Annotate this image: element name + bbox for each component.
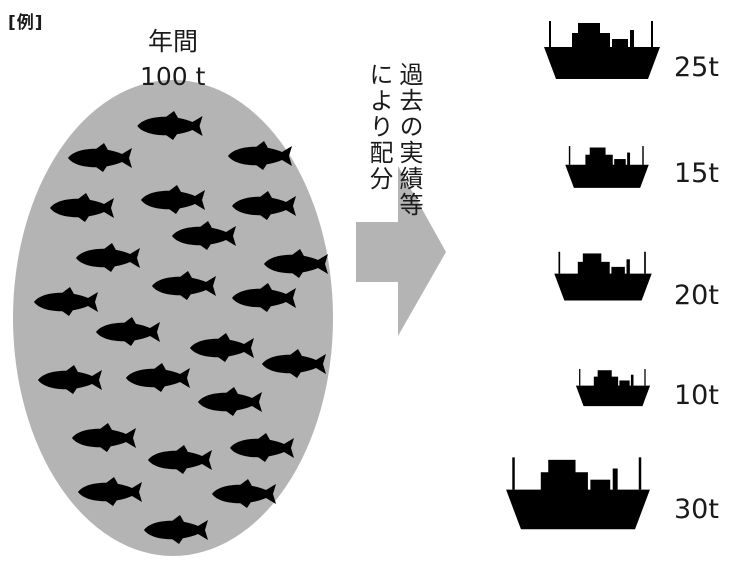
- allocation-arrow: [356, 166, 446, 336]
- vessel-quota-label: 15t: [674, 158, 719, 189]
- total-amount-label: 100 t: [140, 62, 206, 91]
- annual-label: 年間: [148, 27, 199, 56]
- example-tag: [例]: [8, 13, 44, 33]
- fishing-boat-icon: [504, 456, 652, 531]
- vessel-quota-label: 10t: [674, 380, 719, 411]
- fleet: [504, 20, 661, 531]
- vessel-quota-label: 20t: [674, 280, 719, 311]
- fishing-boat-icon: [543, 20, 661, 80]
- fishing-boat-icon: [575, 368, 651, 407]
- allocation-basis-text: 過去の実績等により配分: [365, 62, 423, 218]
- vessel-quota-label: 25t: [674, 52, 719, 83]
- fishing-boat-icon: [553, 250, 653, 302]
- vessel-quota-label: 30t: [674, 494, 719, 525]
- fishing-boat-icon: [564, 145, 650, 189]
